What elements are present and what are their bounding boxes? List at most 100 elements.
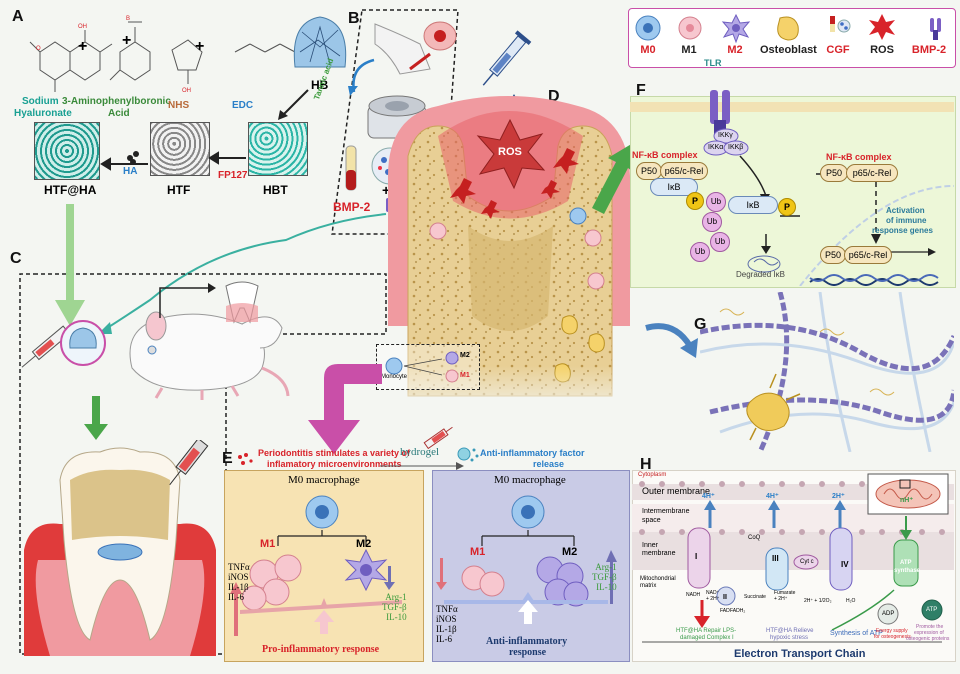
label-release: Anti-inflammatory factor: [480, 448, 585, 458]
label-monocyte: Monocyte: [381, 374, 408, 380]
label-succinate: Succinate: [744, 594, 766, 600]
label-ros: ROS: [498, 146, 522, 158]
label-e-title: Periodontitis stimulates a variety of: [258, 448, 411, 458]
label-h2: 2H⁺: [832, 493, 845, 500]
arrow-d-to-g: [645, 323, 698, 358]
panel-letter-f: F: [636, 82, 646, 99]
phospho-p-badge: P: [778, 198, 796, 216]
treated-tooth-illustration: [24, 440, 216, 656]
panel-letter-b: B: [348, 10, 360, 27]
factor-inos: iNOS: [228, 572, 249, 582]
label-complex-ii: II: [723, 594, 727, 601]
factor-tnfa: TNFα: [436, 604, 458, 614]
label-e-m2-left: M2: [356, 538, 372, 550]
label-hbt: HBT: [263, 183, 288, 197]
factor-il10: IL-10: [386, 612, 407, 622]
ubiquitin-badge: Ub: [690, 242, 710, 262]
label-anti-response2: response: [509, 647, 547, 658]
label-outer-membrane: Outer membrane: [642, 486, 711, 496]
label-inset-m1: M1: [460, 372, 470, 379]
syringe-icon: [21, 325, 71, 368]
collagen-osteoblast-illustration: [700, 292, 954, 452]
factor-arg1: Arg-1: [595, 562, 617, 572]
factor-il1b: IL-1β: [228, 582, 249, 592]
label-atp-synthase2: synthase: [894, 568, 921, 574]
ubiquitin-badge: Ub: [710, 232, 730, 252]
panel-b-dashed-region: [331, 9, 459, 235]
label-fad: FAD: [720, 608, 730, 614]
label-ikka: IKKα: [708, 144, 724, 151]
label-hyaluronate: Hyaluronate: [14, 108, 72, 119]
legend-label-m2: M2: [727, 44, 743, 56]
panel-letter-e: E: [222, 450, 233, 467]
label-atp: ATP: [926, 607, 938, 613]
label-ikky: IKKγ: [718, 132, 733, 139]
note-atp-synthesis: Synthesis of ATP: [830, 630, 883, 637]
label-htf: HTF: [167, 183, 191, 197]
arrow-hb-to-hbt: [278, 89, 309, 120]
svg-text:O: O: [36, 46, 41, 52]
label-fumarate: Fumarate: [774, 590, 796, 596]
label-inset-m2: M2: [460, 352, 470, 359]
legend-label-osteoblast: Osteoblast: [760, 44, 817, 56]
factor-il6: IL-6: [228, 592, 244, 602]
legend-label-cgf: CGF: [826, 44, 850, 56]
note-hypoxic-stress: HTF@HA Relieve: [766, 628, 814, 634]
label-nhs: NHS: [168, 100, 190, 111]
label-e-m1-right: M1: [470, 546, 486, 558]
ubiquitin-badge: Ub: [702, 212, 722, 232]
label-intermembrane2: space: [642, 517, 661, 524]
factor-tnfa: TNFα: [228, 562, 250, 572]
note-hypoxic-stress2: hypoxic stress: [770, 635, 809, 641]
panel-b-curved-arrows: [348, 58, 375, 96]
label-activation3: response genes: [872, 226, 933, 235]
label-nadh: NADH: [686, 592, 701, 598]
panel-a-arrows: [100, 151, 246, 171]
legend-label-m1: M1: [681, 44, 697, 56]
label-fadh: FADH₂: [730, 608, 746, 614]
factor-tgfb: TGF-β: [382, 602, 407, 612]
hydrogel-zoom-icon: [60, 320, 106, 366]
label-matrix2: matrix: [640, 583, 657, 589]
arrow-htfha-to-c: [55, 204, 85, 326]
label-complex-i: I: [695, 552, 698, 561]
label-nad: NAD⁺: [706, 590, 720, 596]
blood-draw-arm-icon: [374, 21, 457, 75]
label-nad2: + 2H⁺: [706, 596, 720, 602]
arrow-d-to-e: [308, 364, 382, 454]
hbt-scaffold-icon: [248, 122, 308, 176]
legend-label-bmp2: BMP-2: [911, 44, 947, 56]
note-repair-complex2: damaged Complex I: [680, 635, 734, 641]
label-e-m2-right: M2: [562, 546, 578, 558]
panel-letter-d: D: [548, 88, 560, 105]
label-h2o: H₂O: [846, 598, 856, 604]
label-anti-response: Anti-inflammatory: [486, 636, 568, 647]
ubiquitin-badge: Ub: [706, 192, 726, 212]
inflammation-dots-icon: [238, 453, 253, 465]
label-hb: HB: [311, 78, 329, 92]
label-degraded-ikb: Degraded IκB: [736, 270, 785, 279]
svg-text:B: B: [126, 16, 130, 22]
label-ikkb: IKKβ: [728, 144, 744, 151]
label-intermembrane: Intermembrane: [642, 508, 690, 515]
label-h4b: 4H⁺: [766, 493, 779, 500]
factor-tgfb: TGF-β: [592, 572, 617, 582]
bone-tissue-illustration: [368, 30, 648, 418]
p50-pill: P50: [820, 246, 846, 264]
p50-pill: P50: [636, 162, 662, 180]
hb-hydrogel-icon: [293, 16, 347, 68]
label-coq: CoQ: [748, 535, 761, 541]
factor-il10: IL-10: [596, 582, 617, 592]
label-tlr: TLR: [704, 58, 722, 68]
label-m0-right: M0 macrophage: [494, 474, 566, 486]
p65-pill: p65/c-Rel: [844, 246, 892, 264]
anti-factors-right: Arg-1 TGF-β IL-10: [592, 562, 617, 592]
label-atp-synthase: ATP: [900, 560, 912, 566]
polarization-inset-icons: [385, 351, 459, 383]
molar-tooth-icon: [225, 281, 259, 324]
plus-sign: +: [195, 38, 205, 55]
note-osteogenic2: expression of: [914, 630, 944, 636]
label-release2: release: [533, 459, 565, 469]
label-nfkb-left: NF-κB complex: [632, 150, 698, 160]
